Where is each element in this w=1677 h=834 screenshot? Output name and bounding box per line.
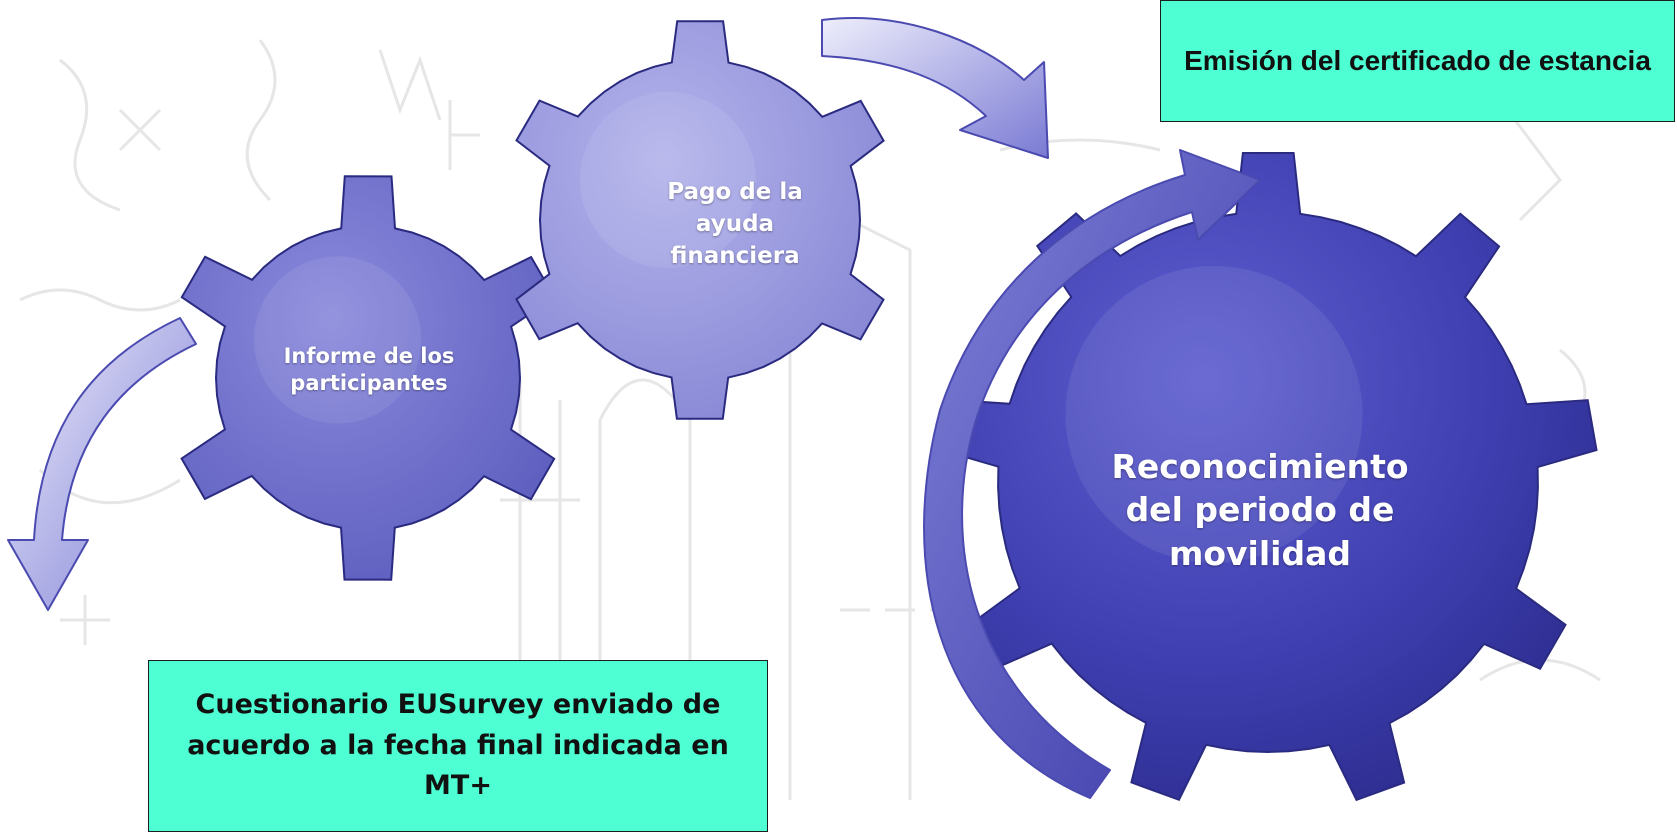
gear-pago (515, 20, 885, 420)
arrows (7, 17, 1261, 799)
gear-reconocimiento-highlight (1065, 266, 1363, 563)
arrow-informe-to-cuestionario (7, 317, 197, 611)
gear-informe-highlight (254, 256, 422, 424)
note-emision-certificado: Emisión del certificado de estancia (1160, 0, 1675, 122)
gears (180, 20, 1598, 802)
gear-label-informe: Informe de los participantes (283, 343, 455, 395)
gear-reconocimiento (938, 152, 1598, 802)
arrow-pago-to-emision (821, 17, 1049, 159)
gear-label-reconocimiento: Reconocimiento del periodo de movilidad (1111, 446, 1409, 573)
arrow-arc-reconocimiento (923, 149, 1261, 799)
gear-label-pago: Pago de la ayuda financiera (667, 179, 803, 269)
gear-pago-highlight (580, 92, 756, 268)
gear-informe (180, 175, 556, 581)
note-cuestionario-eusurvey: Cuestionario EUSurvey enviado de acuerdo… (148, 660, 768, 832)
